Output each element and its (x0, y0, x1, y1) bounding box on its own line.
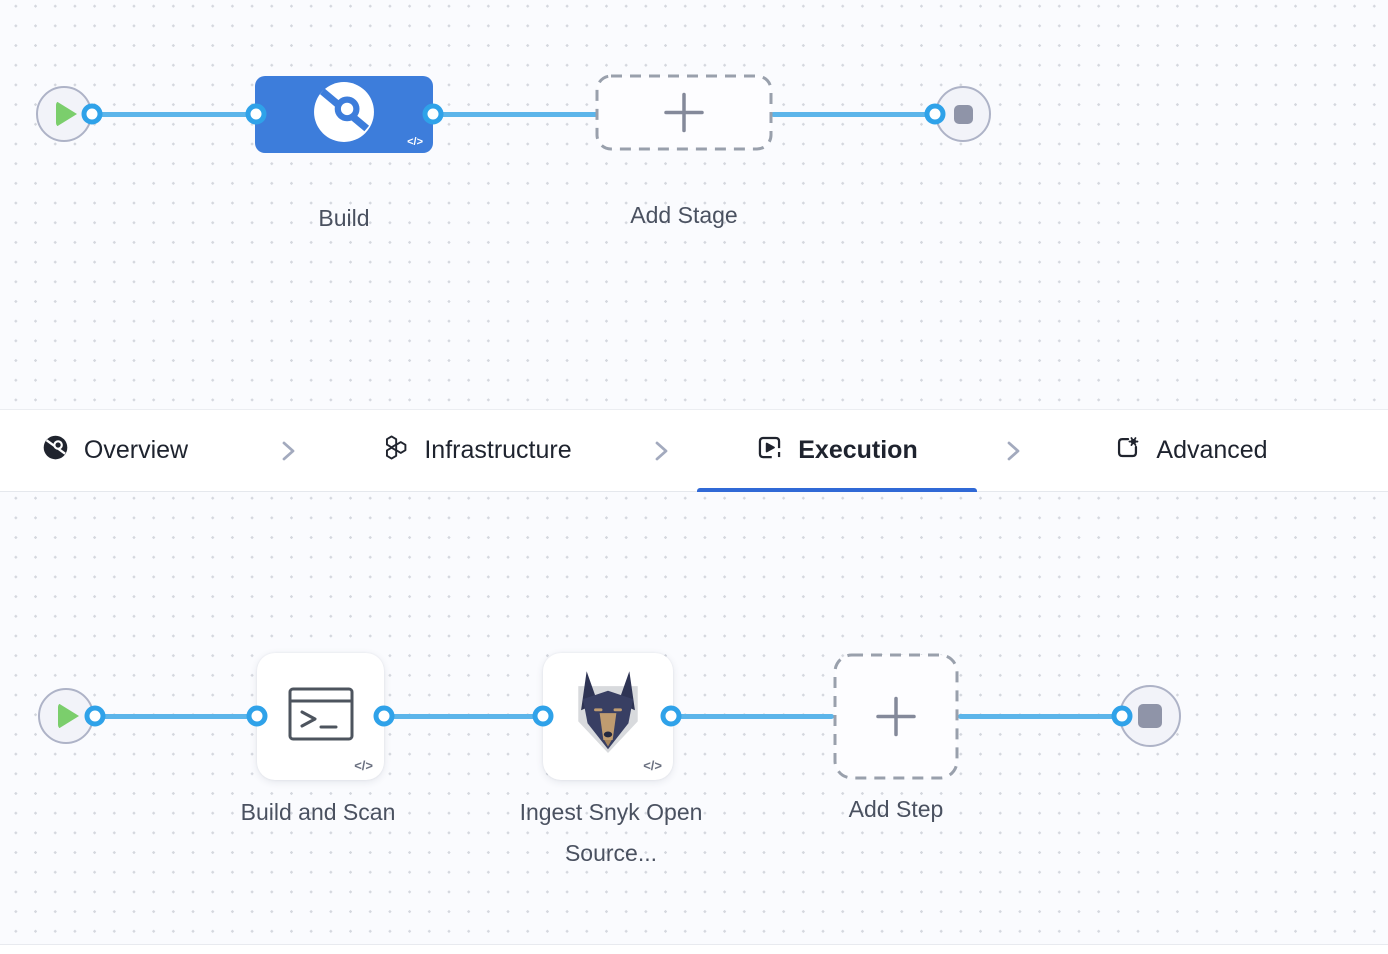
tab-label: Execution (798, 436, 918, 464)
execution-icon (756, 434, 783, 468)
tab-label: Advanced (1156, 436, 1268, 464)
bottom-strip (0, 944, 1388, 954)
edge-connector (771, 111, 937, 117)
edge-port[interactable] (924, 103, 946, 125)
run-step-terminal-icon (288, 687, 354, 746)
edge-connector (383, 713, 544, 719)
edge-port[interactable] (422, 103, 444, 125)
plus-icon (876, 696, 916, 737)
edge-connector (670, 713, 834, 719)
edge-port[interactable] (245, 103, 267, 125)
add-step-button[interactable] (833, 653, 959, 780)
edge-port[interactable] (1111, 705, 1133, 727)
execution-step-canvas: </> Build and Scan </> Ingest Snyk Open … (0, 492, 1388, 944)
code-view-badge: </> (407, 136, 423, 148)
step-label: Build and Scan (240, 799, 396, 825)
chevron-right-icon (277, 410, 299, 491)
tab-label: Overview (83, 436, 189, 464)
add-step-label: Add Step (848, 796, 944, 822)
play-icon (58, 703, 79, 729)
step-node-build-and-scan[interactable]: </> (257, 653, 384, 780)
edge-connector (93, 713, 258, 719)
tab-advanced[interactable]: Advanced (1051, 410, 1331, 491)
edge-connector (432, 111, 598, 117)
plus-icon (664, 92, 704, 133)
advanced-icon (1114, 434, 1141, 468)
code-view-badge: </> (643, 758, 662, 773)
edge-port[interactable] (81, 103, 103, 125)
stop-icon (953, 104, 973, 124)
edge-port[interactable] (246, 705, 268, 727)
pipeline-overview-icon (42, 434, 69, 468)
add-stage-label: Add Stage (630, 202, 738, 228)
play-icon (56, 101, 77, 127)
edge-port[interactable] (84, 705, 106, 727)
edge-port[interactable] (532, 705, 554, 727)
step-node-ingest-snyk[interactable]: </> (543, 653, 673, 780)
tab-overview[interactable]: Overview (0, 410, 255, 491)
add-stage-button[interactable] (595, 74, 773, 151)
edge-port[interactable] (373, 705, 395, 727)
infrastructure-icon (382, 434, 409, 468)
snyk-doberman-icon (569, 671, 647, 762)
step-label: Ingest Snyk Open Source... (519, 799, 703, 867)
chevron-right-icon (1002, 410, 1024, 491)
tab-infrastructure[interactable]: Infrastructure (337, 410, 617, 491)
stop-icon (1138, 704, 1162, 728)
stage-node-build[interactable]: </> (255, 76, 433, 153)
stage-label: Build (318, 205, 370, 231)
stage-config-tabbar: Overview Infrastructure Exec (0, 409, 1388, 492)
chevron-right-icon (650, 410, 672, 491)
ci-build-icon (313, 81, 375, 148)
tab-label: Infrastructure (424, 436, 572, 464)
stage-canvas: </> Build Add Stage (0, 0, 1388, 409)
edge-port[interactable] (660, 705, 682, 727)
tab-execution[interactable]: Execution (697, 410, 977, 492)
code-view-badge: </> (354, 758, 373, 773)
edge-connector (958, 713, 1123, 719)
edge-connector (90, 111, 258, 117)
